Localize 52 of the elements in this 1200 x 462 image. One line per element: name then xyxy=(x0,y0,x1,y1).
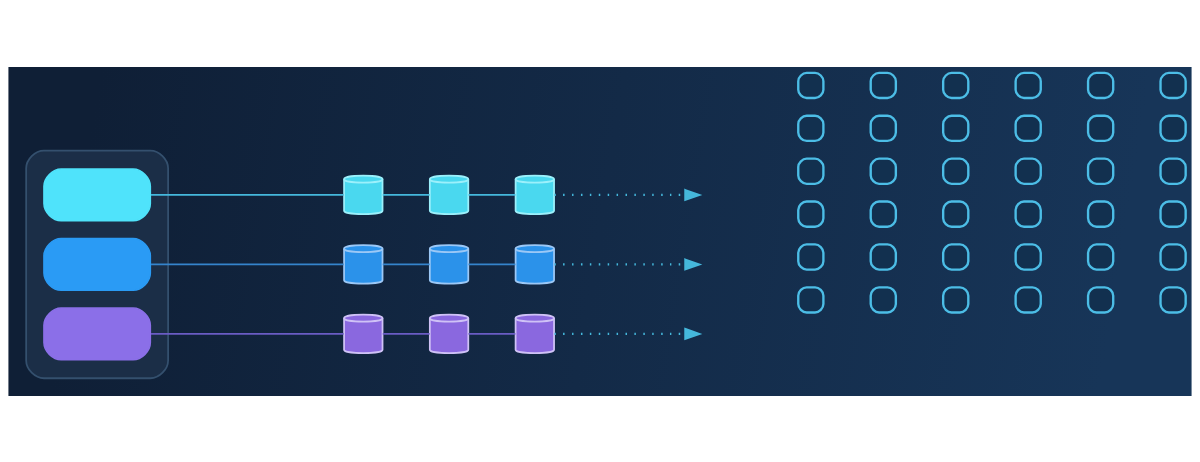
arrow xyxy=(554,327,703,340)
node-box xyxy=(1159,71,1187,99)
cluster xyxy=(25,149,169,379)
node-box xyxy=(942,242,970,271)
connector xyxy=(381,193,431,196)
connector xyxy=(150,332,345,335)
node-box xyxy=(43,237,152,291)
node-box xyxy=(869,199,898,228)
connector xyxy=(381,262,431,265)
connector xyxy=(467,262,517,265)
node-box xyxy=(1014,242,1042,271)
node-box xyxy=(1086,71,1115,99)
node-box xyxy=(797,285,825,314)
node-box xyxy=(43,167,152,221)
node-box xyxy=(1086,114,1115,142)
connector xyxy=(467,332,517,335)
node-box xyxy=(1159,114,1187,142)
connector xyxy=(467,193,517,196)
node-box xyxy=(797,242,825,271)
connector xyxy=(150,193,345,196)
arrow xyxy=(554,188,703,201)
node-box xyxy=(1159,285,1187,314)
node-box xyxy=(942,71,970,99)
node-box xyxy=(1014,114,1042,142)
node-box xyxy=(797,199,825,228)
node-box xyxy=(1086,157,1115,185)
node-box xyxy=(797,157,825,185)
node-box xyxy=(1014,71,1042,99)
node-box xyxy=(1014,285,1042,314)
node-box xyxy=(1014,199,1042,228)
node-box xyxy=(869,157,898,185)
node-box xyxy=(797,114,825,142)
connector xyxy=(381,332,431,335)
connector xyxy=(150,262,345,265)
node-box xyxy=(1159,157,1187,185)
node-box xyxy=(869,114,898,142)
node-box xyxy=(942,157,970,185)
node-box xyxy=(869,242,898,271)
node-box xyxy=(942,114,970,142)
node-box xyxy=(1159,242,1187,271)
node-box xyxy=(1014,157,1042,185)
node-box xyxy=(1086,285,1115,314)
arrow xyxy=(554,257,703,271)
node-box xyxy=(1159,199,1187,228)
node-box xyxy=(869,71,898,99)
node-box xyxy=(869,285,898,314)
node-box xyxy=(942,199,970,228)
node-box xyxy=(43,306,152,360)
node-box xyxy=(797,71,825,99)
node-box xyxy=(1086,242,1115,271)
node-box xyxy=(942,285,970,314)
node-box xyxy=(1086,199,1115,228)
